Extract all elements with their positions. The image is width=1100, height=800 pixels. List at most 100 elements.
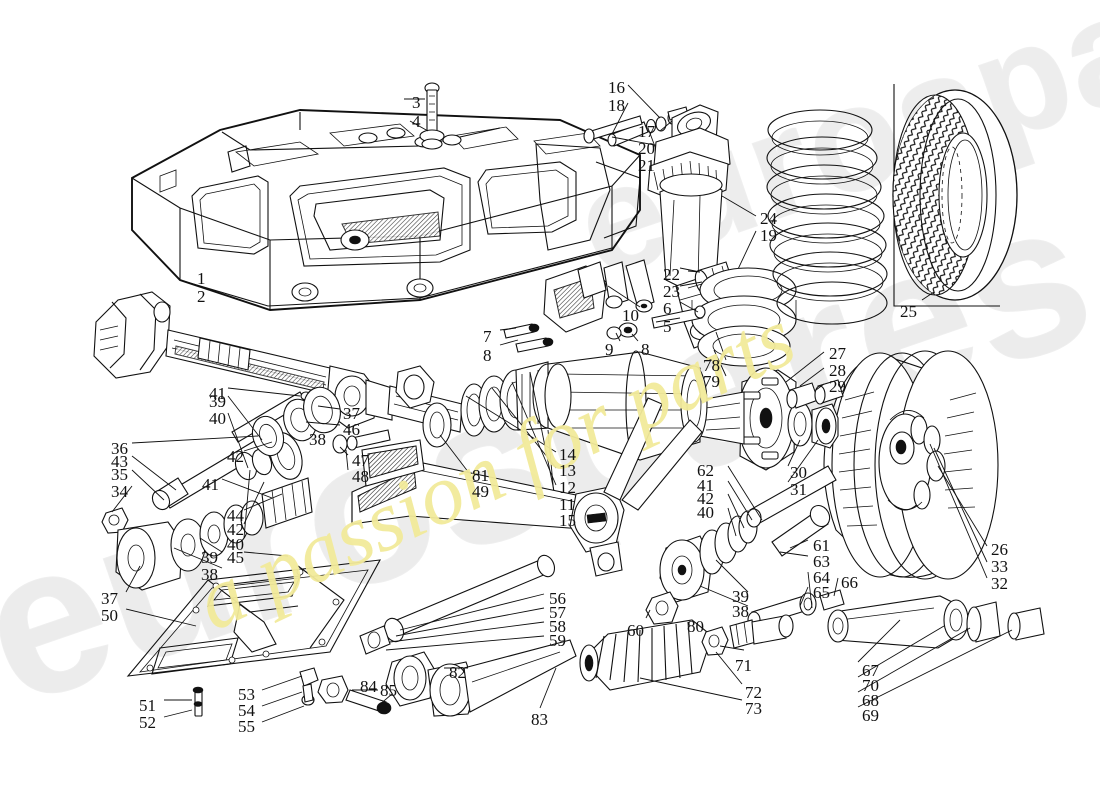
callout-15: 15	[559, 511, 576, 530]
callout-39: 39	[209, 392, 226, 411]
callout-28: 28	[829, 361, 846, 380]
callout-39: 39	[201, 548, 218, 567]
callout-44: 44	[227, 506, 244, 525]
callout-42: 42	[697, 489, 714, 508]
callout-35: 35	[111, 465, 128, 484]
callout-79: 79	[703, 372, 720, 391]
part-trailing-arm	[351, 397, 703, 577]
callout-58: 58	[549, 617, 566, 636]
callout-42: 42	[227, 520, 244, 539]
callout-55: 55	[238, 717, 255, 736]
part-spring-seats	[691, 267, 797, 377]
callout-57: 57	[549, 603, 566, 622]
callout-1: 1	[197, 269, 206, 288]
callout-24: 24	[760, 209, 777, 228]
callout-40: 40	[227, 535, 244, 554]
callout-17: 17	[638, 122, 655, 141]
part-hub-assembly	[699, 351, 844, 483]
callout-72: 72	[745, 683, 762, 702]
callout-22: 22	[663, 265, 680, 284]
callout-8: 8	[483, 346, 492, 365]
callout-81: 81	[472, 466, 489, 485]
callout-8: 8	[641, 340, 650, 359]
callout-59: 59	[549, 631, 566, 650]
callout-53: 53	[238, 685, 255, 704]
callout-65: 65	[813, 583, 830, 602]
callout-10: 10	[622, 306, 639, 325]
callout-2: 2	[197, 287, 206, 306]
callout-25: 25	[900, 302, 917, 321]
callout-62: 62	[697, 461, 714, 480]
callout-63: 63	[813, 552, 830, 571]
callout-43: 43	[111, 452, 128, 471]
callout-19: 19	[760, 226, 777, 245]
part-nuts-60-80	[645, 591, 679, 625]
callout-84: 84	[360, 677, 377, 696]
callout-5: 5	[663, 317, 672, 336]
callout-40: 40	[697, 503, 714, 522]
callout-11: 11	[559, 495, 576, 514]
callout-27: 27	[829, 344, 846, 363]
callout-40: 40	[209, 409, 226, 428]
callout-67: 67	[862, 661, 879, 680]
part-tie-rod	[317, 639, 577, 717]
callout-41: 41	[697, 476, 714, 495]
callout-70: 70	[862, 676, 879, 695]
part-bolt-3-4	[404, 82, 445, 150]
callout-21: 21	[638, 156, 655, 175]
callout-12: 12	[559, 478, 576, 497]
callout-45: 45	[227, 548, 244, 567]
callout-4: 4	[412, 112, 421, 131]
callout-61: 61	[813, 536, 830, 555]
part-tire-wheel	[892, 84, 1018, 307]
callout-54: 54	[238, 701, 255, 720]
callout-31: 31	[790, 480, 807, 499]
callout-85: 85	[380, 681, 397, 700]
callout-66: 66	[841, 573, 858, 592]
callout-37: 37	[101, 589, 118, 608]
part-rods-61-66	[747, 504, 845, 629]
part-axle-bearings	[422, 350, 708, 518]
callout-9: 9	[605, 340, 614, 359]
callout-42: 42	[227, 447, 244, 466]
callout-47: 47	[352, 451, 369, 470]
callout-30: 30	[790, 463, 807, 482]
callout-83: 83	[531, 710, 548, 729]
callout-38: 38	[309, 430, 326, 449]
callout-16: 16	[608, 78, 625, 97]
callout-41: 41	[209, 384, 226, 403]
callout-34: 34	[111, 482, 128, 501]
callout-82: 82	[449, 663, 466, 682]
callout-52: 52	[139, 713, 156, 732]
callout-14: 14	[559, 445, 576, 464]
part-brake-drum	[823, 350, 999, 580]
callout-78: 78	[703, 356, 720, 375]
callout-38: 38	[732, 602, 749, 621]
callout-41: 41	[202, 475, 219, 494]
callout-49: 49	[472, 482, 489, 501]
part-short-link	[359, 554, 556, 655]
callout-20: 20	[638, 139, 655, 158]
callout-29: 29	[829, 377, 846, 396]
callout-80: 80	[687, 617, 704, 636]
part-lower-arm	[827, 595, 1045, 708]
callout-50: 50	[101, 606, 118, 625]
callout-26: 26	[991, 540, 1008, 559]
callout-3: 3	[412, 93, 421, 112]
callout-60: 60	[627, 621, 644, 640]
callout-51: 51	[139, 696, 156, 715]
callout-69: 69	[862, 706, 879, 725]
callout-7: 7	[483, 327, 492, 346]
callout-6: 6	[663, 299, 672, 318]
part-subframe-assembly	[131, 109, 641, 311]
part-arm-bushes	[659, 465, 837, 607]
callout-32: 32	[991, 574, 1008, 593]
callout-68: 68	[862, 691, 879, 710]
callout-71: 71	[735, 656, 752, 675]
part-mounting-plate	[126, 559, 381, 723]
callout-23: 23	[663, 282, 680, 301]
callout-56: 56	[549, 589, 566, 608]
callout-46: 46	[343, 420, 360, 439]
